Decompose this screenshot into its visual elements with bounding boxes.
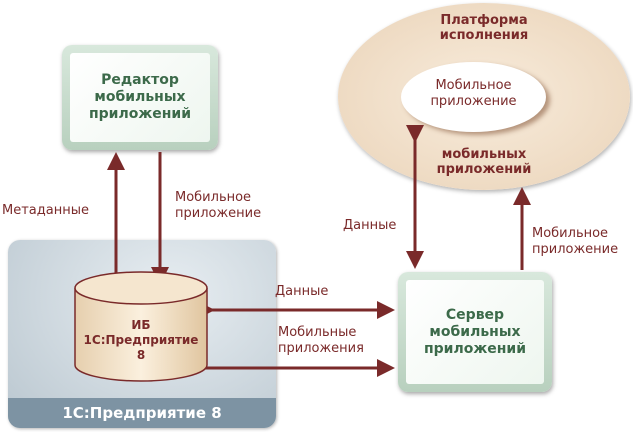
mobile-app-ellipse: [401, 62, 546, 132]
enterprise-footer: 1С:Предприятие 8: [8, 398, 276, 428]
database-cylinder: [74, 271, 208, 382]
metadata-label: Метаданные: [2, 203, 89, 218]
data-vertical-label: Данные: [343, 218, 397, 233]
data-horizontal-label: Данные: [275, 284, 329, 299]
